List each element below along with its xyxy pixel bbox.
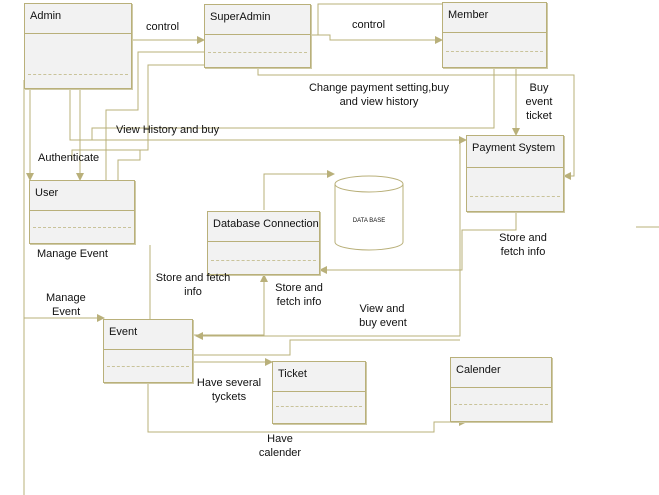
edge-superadmin-branch: [71, 64, 204, 160]
edge-superadmin-payment: [257, 68, 575, 180]
class-payment-system-title: Payment System: [467, 136, 563, 168]
edge-superadmin-member-top: [317, 3, 442, 35]
edge-member-viewhistory: [91, 68, 495, 140]
label-buy-event-line2: event: [525, 96, 553, 108]
label-have-tickets-line1: Have several: [196, 377, 262, 389]
label-store-fetch-db-line2: fetch info: [276, 296, 322, 308]
label-manage-event-admin-line2: Event: [52, 306, 81, 318]
edge-dbconn-database: [263, 170, 335, 210]
class-ticket-title: Ticket: [273, 362, 365, 392]
class-superadmin: SuperAdmin: [204, 4, 311, 68]
class-calender: Calender: [450, 357, 552, 422]
label-store-fetch-user-line1: Store and fetch: [155, 272, 231, 284]
class-member: Member: [442, 2, 547, 68]
label-store-fetch-pay-line1: Store and: [499, 232, 547, 244]
edge-superadmin-member: [310, 34, 443, 44]
class-payment-system: Payment System: [466, 135, 564, 212]
class-payment-system-divider: [470, 196, 560, 197]
class-database-connection: Database Connection: [207, 211, 320, 275]
class-user: User: [29, 180, 135, 244]
label-have-calender-line1: Have: [267, 433, 293, 445]
class-superadmin-title: SuperAdmin: [205, 5, 310, 35]
class-member-title: Member: [443, 3, 546, 33]
label-view-buy-line1: View and: [359, 303, 405, 315]
label-store-fetch-db-line1: Store and: [275, 282, 323, 294]
label-view-history: View History and buy: [116, 124, 220, 136]
database-cylinder: [334, 175, 404, 251]
label-manage-event-user: Manage Event: [37, 248, 108, 260]
edge-superadmin-user: [102, 51, 204, 211]
label-buy-event-line3: ticket: [526, 110, 552, 122]
label-store-fetch-user-line2: info: [184, 286, 202, 298]
label-have-tickets-line2: tyckets: [211, 391, 247, 403]
edge-event-db: [193, 274, 268, 336]
class-ticket-divider: [276, 406, 362, 407]
class-event: Event: [103, 319, 193, 383]
class-event-title: Event: [104, 320, 192, 350]
class-database-connection-divider: [211, 260, 316, 261]
label-store-fetch-pay-line2: fetch info: [500, 246, 546, 258]
label-control-superadmin-member: control: [352, 19, 386, 31]
edge-event-calender: [147, 383, 467, 433]
label-change-payment-line1: Change payment setting,buy: [308, 82, 450, 94]
edge-payment-db: [319, 196, 517, 274]
class-calender-title: Calender: [451, 358, 551, 388]
edge-member-event: [195, 140, 461, 340]
label-control-admin-superadmin: control: [146, 21, 180, 33]
class-admin-title: Admin: [25, 4, 131, 34]
class-database-connection-title: Database Connection: [208, 212, 319, 242]
class-calender-divider: [454, 404, 548, 405]
class-admin: Admin: [24, 3, 132, 89]
label-authenticate: Authenticate: [38, 152, 100, 164]
class-admin-divider: [28, 74, 128, 75]
database-label: DATA BASE: [352, 218, 386, 224]
label-manage-event-admin-line1: Manage: [46, 292, 86, 304]
edge-event-member-branch: [193, 339, 460, 356]
label-view-buy-line2: buy event: [359, 317, 407, 329]
class-user-title: User: [30, 181, 134, 211]
label-buy-event-line1: Buy: [529, 82, 549, 94]
class-user-divider: [33, 227, 131, 228]
class-event-divider: [107, 366, 189, 367]
class-ticket: Ticket: [272, 361, 366, 424]
class-superadmin-divider: [208, 52, 307, 53]
label-have-calender-line2: calender: [258, 447, 302, 459]
class-member-divider: [446, 51, 543, 52]
edge-admin-payment: [69, 78, 467, 144]
label-change-payment-line2: and view history: [339, 96, 419, 108]
